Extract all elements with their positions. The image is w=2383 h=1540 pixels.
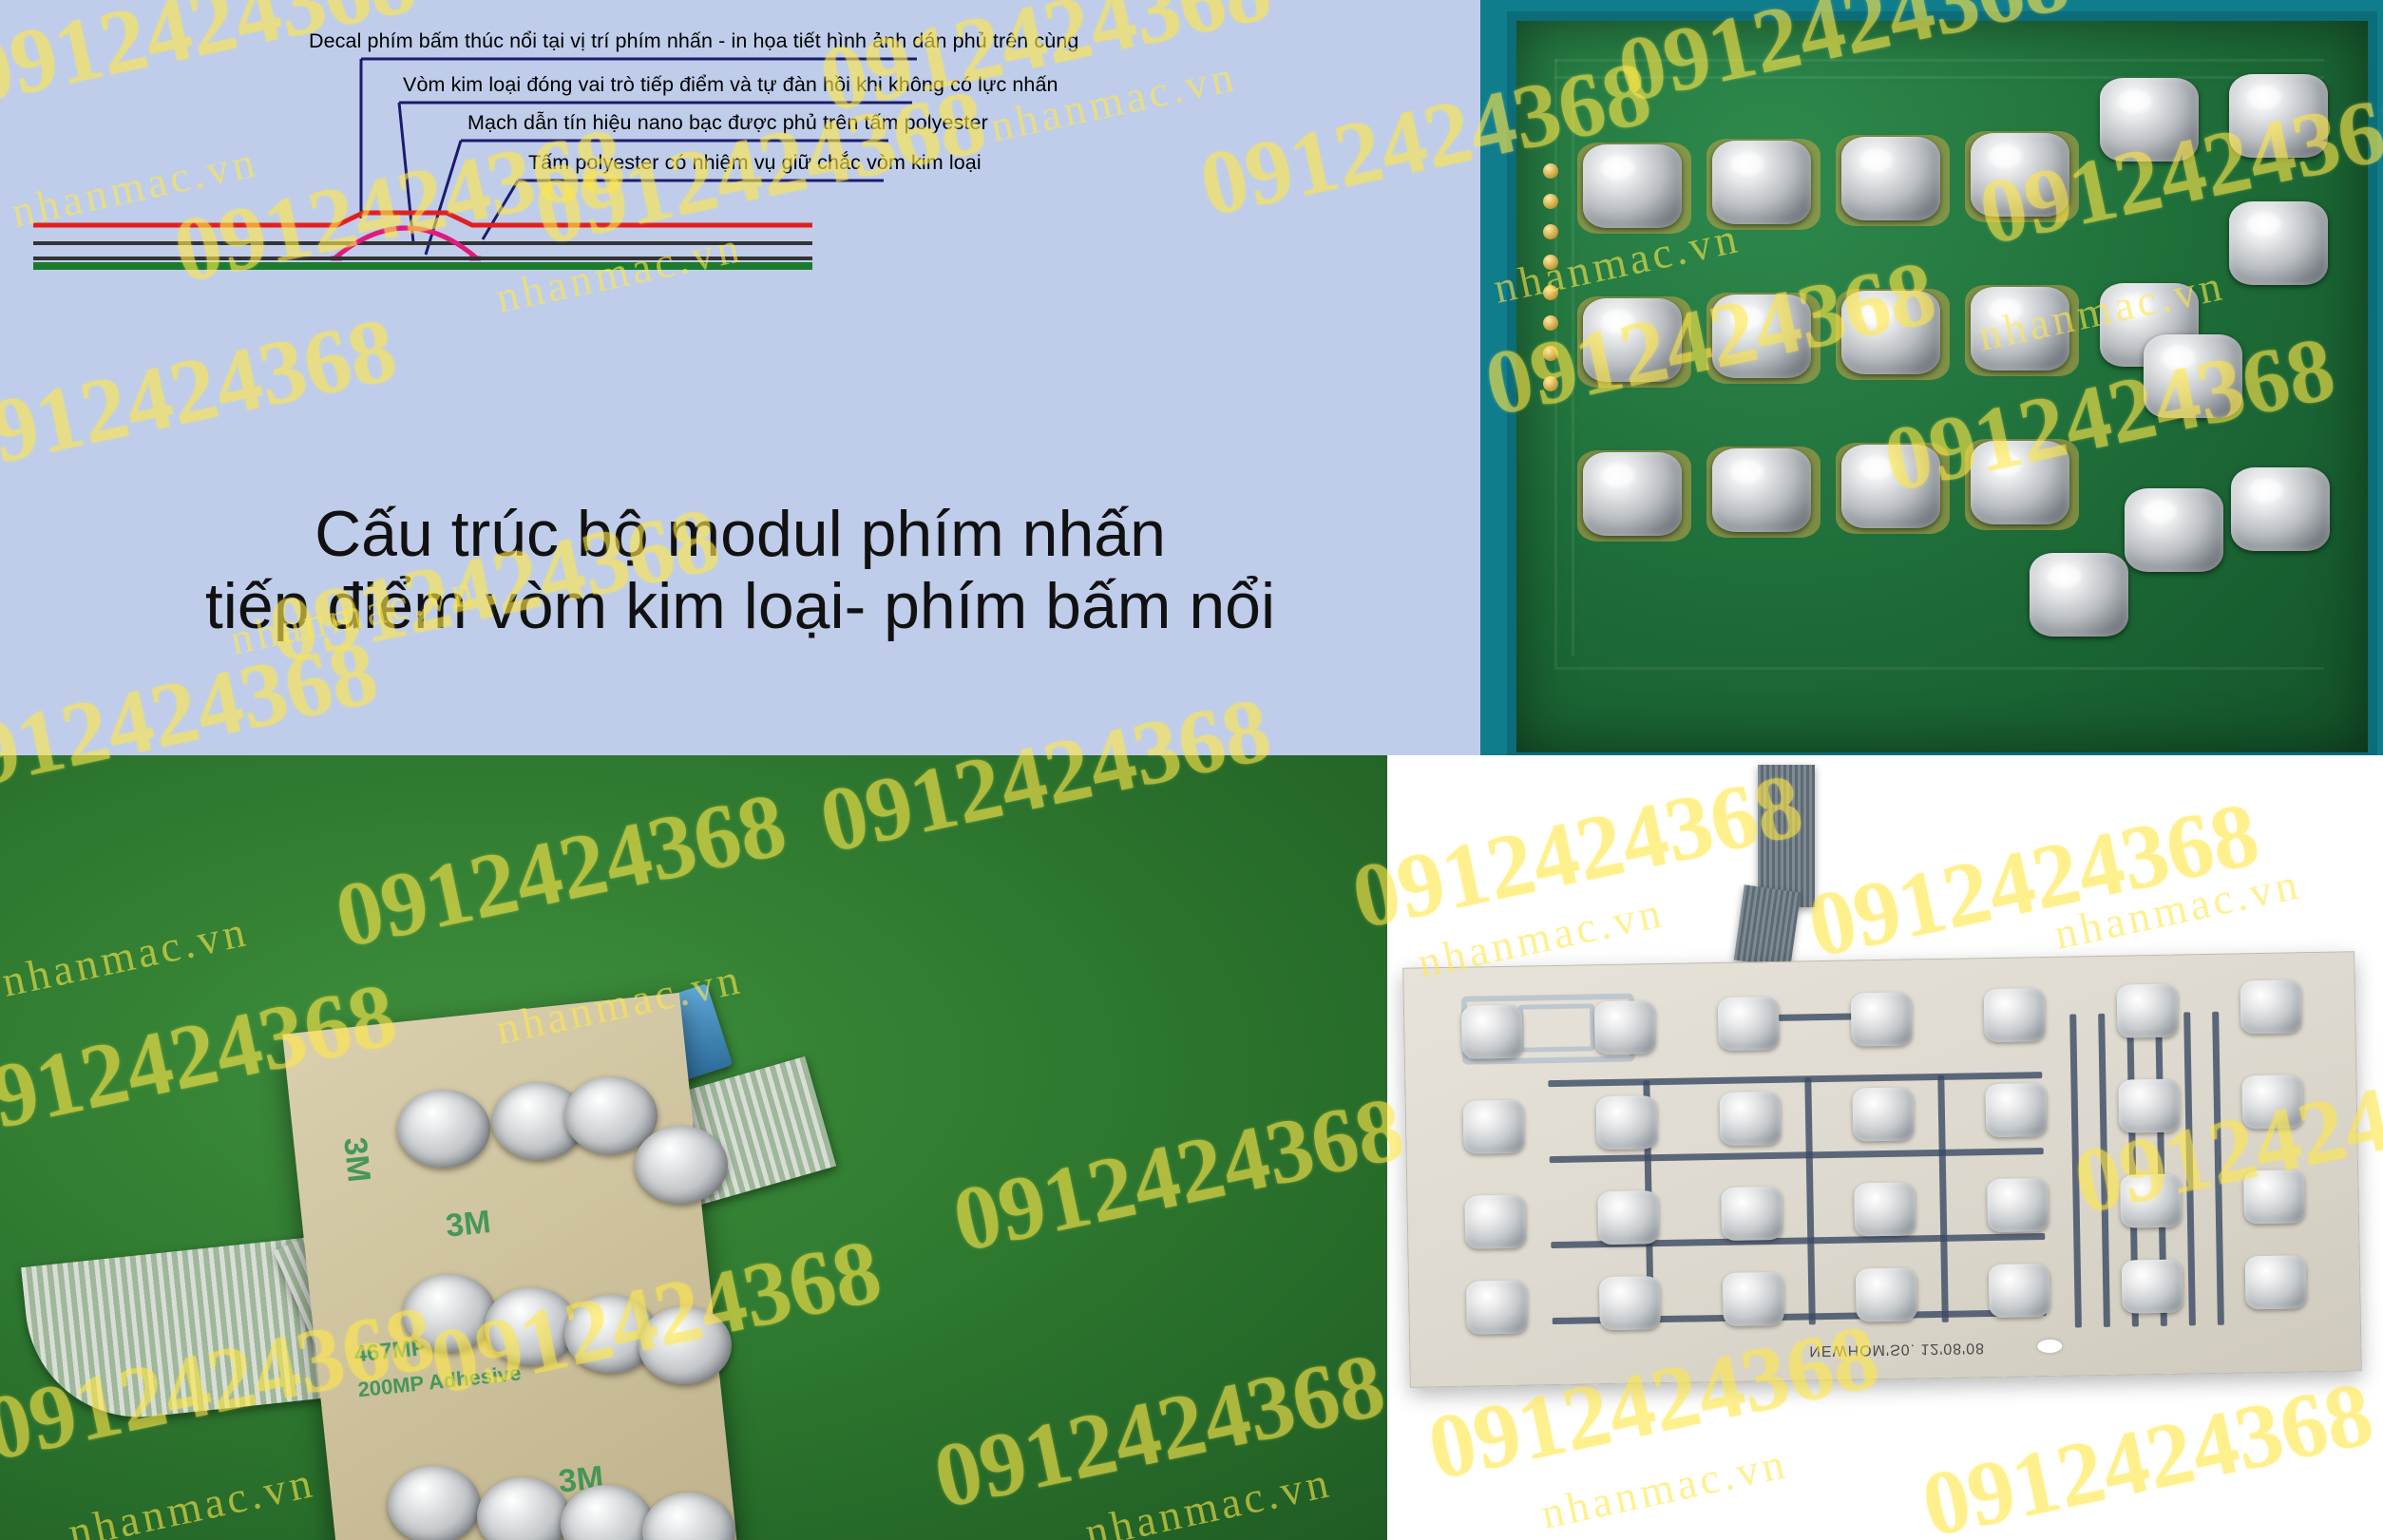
alignment-dot: [2037, 1339, 2063, 1354]
adhesive-sheet-3m: 3M 3M 467MP 200MP Adhesive 3M 200MP: [282, 992, 744, 1540]
callout-label-decal: Decal phím bấm thúc nổi tại vị trí phím …: [309, 29, 1079, 52]
layer-metal-dome: [333, 225, 479, 260]
callout-label-polyester: Tấm polyester có nhiệm vụ giữ chắc vòm k…: [528, 151, 982, 174]
callout-label-metal-dome: Vòm kim loại đóng vai trò tiếp điểm và t…: [403, 73, 1058, 96]
panel-polyester-membrane-photo: NEWHOM'S0. 12'08'08: [1387, 755, 2383, 1540]
fpc-tail-upper: [1758, 765, 1815, 907]
panel-membrane-with-3m-adhesive: 3M 3M 467MP 200MP Adhesive 3M 200MP: [0, 755, 1387, 1540]
panel-cross-section-diagram: Decal phím bấm thúc nổi tại vị trí phím …: [0, 0, 1480, 755]
panel-pcb-photo: [1480, 0, 2383, 755]
pcb-board: [1507, 11, 2377, 755]
membrane-circuit-sheet: NEWHOM'S0. 12'08'08: [1402, 951, 2362, 1388]
membrane-print-mark: NEWHOM'S0. 12'08'08: [1809, 1340, 1986, 1359]
layer-polyester-green: [33, 262, 812, 270]
fpc-tail-lower: [1733, 884, 1802, 968]
adhesive-code-200mp: 200MP Adhesive: [356, 1360, 523, 1402]
cross-section-drawing: [33, 57, 917, 270]
callout-label-silver-ink: Mạch dẫn tín hiệu nano bạc được phủ trên…: [467, 111, 988, 134]
brand-text-3m-a: 3M: [336, 1135, 377, 1185]
diagram-title-line-2: tiếp điểm vòm kim loại- phím bấm nổi: [204, 570, 1276, 642]
brand-text-3m-b: 3M: [444, 1204, 493, 1245]
layer-decal-red: [33, 210, 812, 228]
diagram-title-line-1: Cấu trúc bộ modul phím nhấn: [315, 498, 1166, 570]
